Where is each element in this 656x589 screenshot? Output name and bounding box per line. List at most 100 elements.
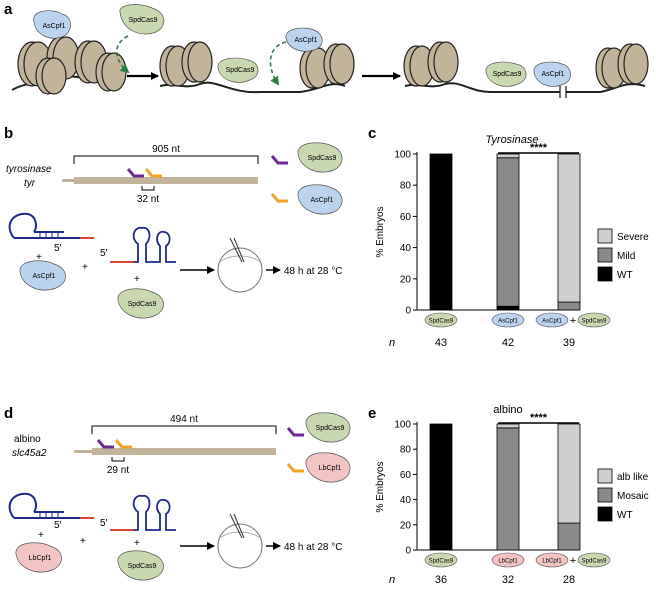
chromatin-compact xyxy=(11,36,127,95)
legend-swatch xyxy=(597,487,613,503)
y-axis-label: % Embryos xyxy=(375,206,386,257)
protein-label: LbCpf1 xyxy=(29,555,52,562)
n-value: 28 xyxy=(563,574,575,586)
bar-segment xyxy=(496,153,520,159)
y-tick-label: 80 xyxy=(400,445,412,456)
y-tick-label: 60 xyxy=(400,470,412,481)
category-protein-badge xyxy=(577,312,611,328)
protein-spdcas9-free: SpdCas9 xyxy=(119,4,165,35)
bar-segment xyxy=(557,423,581,524)
gene-length: 494 nt xyxy=(170,414,198,425)
panel-a-chromatin-schematic: AsCpf1 SpdCas9 SpdCas9 AsCpf1 xyxy=(11,4,649,98)
y-tick-label: 40 xyxy=(400,243,412,254)
legend-swatch xyxy=(597,228,613,244)
y-tick-label: 100 xyxy=(394,420,411,431)
incubation-label: 48 h at 28 °C xyxy=(284,266,342,277)
category-protein-label: AsCpf1 xyxy=(542,318,562,324)
plus-sign: + xyxy=(134,538,140,549)
bar-segment xyxy=(429,423,453,551)
gene-name: tyrosinase xyxy=(6,164,52,175)
significance-stars: **** xyxy=(530,142,548,154)
category-protein-badge xyxy=(424,552,458,568)
gap-length: 32 nt xyxy=(137,194,159,205)
embryo-icon xyxy=(217,247,263,293)
category-protein-badge xyxy=(535,312,569,328)
bar-segment xyxy=(429,153,453,311)
legend-label: WT xyxy=(617,510,633,521)
chromatin-cut: SpdCas9 AsCpf1 xyxy=(403,41,649,98)
protein-label: SpdCas9 xyxy=(128,301,157,308)
n-value: 43 xyxy=(435,337,447,349)
protein-label: AsCpf1 xyxy=(33,273,56,280)
legend-swatch xyxy=(597,506,613,522)
incubation-label: 48 h at 28 °C xyxy=(284,542,342,553)
category-protein-label: SpdCas9 xyxy=(429,318,454,324)
protein-label: AsCpf1 xyxy=(311,197,334,204)
y-tick-label: 40 xyxy=(400,495,412,506)
category-protein-badge xyxy=(535,552,569,568)
panel-label-d: d xyxy=(4,405,13,422)
category-protein-badge xyxy=(491,552,525,568)
embryo-icon xyxy=(217,523,263,569)
guide-ascpf1 xyxy=(144,168,162,178)
panel-b-injection: 5′ + AsCpf1 + 5′ + SpdCas9 48 h at 28 °C xyxy=(8,212,342,319)
category-protein-label: SpdCas9 xyxy=(429,558,454,564)
bar-segment xyxy=(496,305,520,311)
n-value: 32 xyxy=(502,574,514,586)
n-value: 42 xyxy=(502,337,514,349)
binding-arrow xyxy=(115,35,130,74)
legend-label: Mild xyxy=(617,251,635,262)
legend-label: WT xyxy=(617,270,633,281)
legend-swatch xyxy=(597,266,613,282)
legend-label: alb like xyxy=(617,472,649,483)
bar-segment xyxy=(557,153,581,303)
category-protein-badge xyxy=(491,312,525,328)
gap-length: 29 nt xyxy=(107,465,129,476)
bar-segment xyxy=(496,157,520,307)
protein-label: AsCpf1 xyxy=(43,23,66,30)
y-tick-label: 20 xyxy=(400,274,412,285)
plus-sign: + xyxy=(134,274,140,285)
panel-label-b: b xyxy=(4,125,13,142)
y-tick-label: 0 xyxy=(405,306,411,317)
protein-label: AsCpf1 xyxy=(542,71,565,78)
y-tick-label: 0 xyxy=(405,546,411,557)
protein-label: SpdCas9 xyxy=(128,563,157,570)
category-plus: + xyxy=(570,555,576,567)
significance-stars: **** xyxy=(530,412,548,424)
gene-bar xyxy=(92,448,276,455)
plus-sign: + xyxy=(82,262,88,273)
n-value: 36 xyxy=(435,574,447,586)
bar-segment xyxy=(496,427,520,551)
prime-label: 5′ xyxy=(54,243,62,254)
gene-length: 905 nt xyxy=(152,144,180,155)
gene-bar xyxy=(74,177,258,184)
prime-label: 5′ xyxy=(100,518,108,529)
y-tick-label: 60 xyxy=(400,212,412,223)
y-tick-label: 20 xyxy=(400,520,412,531)
legend-label: Severe xyxy=(617,232,649,243)
panel-label-a: a xyxy=(4,1,13,18)
category-protein-label: AsCpf1 xyxy=(498,318,518,324)
y-tick-label: 100 xyxy=(394,150,411,161)
category-protein-badge xyxy=(424,312,458,328)
category-protein-label: SpdCas9 xyxy=(582,558,607,564)
plus-sign: + xyxy=(38,530,44,541)
chart-title: Tyrosinase xyxy=(486,134,539,146)
protein-label: SpdCas9 xyxy=(493,71,522,78)
category-plus: + xyxy=(570,315,576,327)
protein-label: SpdCas9 xyxy=(226,67,255,74)
chart-title: albino xyxy=(493,404,522,416)
legend-label: Mosaic xyxy=(617,491,649,502)
plus-sign: + xyxy=(36,252,42,263)
protein-label: LbCpf1 xyxy=(319,465,342,472)
panel-label-c: c xyxy=(368,125,376,142)
protein-ascpf1-free: AsCpf1 xyxy=(33,10,71,39)
category-protein-label: SpdCas9 xyxy=(582,318,607,324)
chromatin-opening: SpdCas9 AsCpf1 xyxy=(159,27,355,94)
panel-d-injection: 5′ + LbCpf1 + 5′ + SpdCas9 48 h at 28 °C xyxy=(8,492,342,581)
panel-label-e: e xyxy=(368,405,376,422)
